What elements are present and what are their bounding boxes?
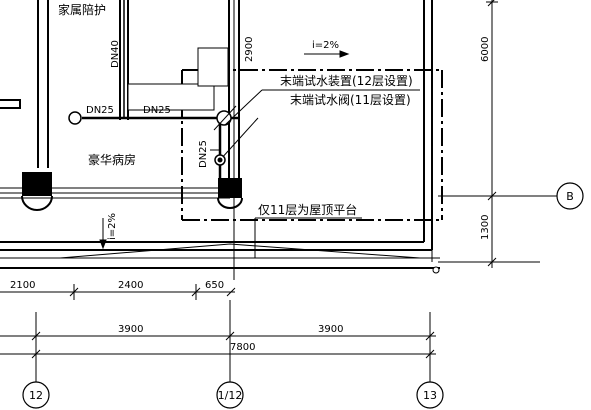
family-area-label: 家属陪护 bbox=[58, 2, 106, 17]
dim-tick-1 bbox=[487, 191, 497, 201]
column-mid-arc bbox=[217, 197, 243, 209]
pipe-diagonal bbox=[213, 105, 237, 131]
axis-bubble-13 bbox=[416, 381, 444, 409]
dim-3900-right-label: 3900 bbox=[318, 324, 343, 335]
dim-7800-label: 7800 bbox=[230, 342, 255, 353]
dim-tick-13-r2 bbox=[425, 331, 435, 341]
leader-lines bbox=[224, 89, 420, 258]
luxury-ward-label: 豪华病房 bbox=[88, 152, 136, 167]
dim-tick-3 bbox=[487, 0, 495, 7]
right-dimension-chain bbox=[432, 0, 560, 274]
pipe-tee-circle bbox=[216, 110, 232, 126]
column-left-arc bbox=[21, 195, 53, 211]
floor-slope-arrowhead bbox=[99, 239, 107, 250]
test-valve-inner bbox=[217, 157, 223, 163]
dim-row1-tick-c bbox=[226, 287, 236, 297]
test-device-leader bbox=[224, 89, 263, 126]
dim-3900-left-label: 3900 bbox=[118, 324, 143, 335]
test-valve-leader-line bbox=[219, 117, 259, 161]
roof-ridge-line bbox=[59, 243, 421, 259]
equipment-box bbox=[127, 83, 215, 111]
bottom-dimension-chains bbox=[0, 284, 436, 382]
axis-bubble-12 bbox=[22, 381, 50, 409]
right-wall-dot bbox=[432, 266, 440, 274]
pipe-dn25-end-cap bbox=[68, 111, 82, 125]
dim-tick-13-r3 bbox=[425, 349, 435, 359]
pipe-dn25-mid-label: DN25 bbox=[143, 105, 171, 116]
column-mid bbox=[218, 178, 242, 198]
dim-6000-label: 6000 bbox=[480, 37, 491, 62]
axis-label-13: 13 bbox=[423, 389, 437, 402]
axis-label-1-12: 1/12 bbox=[218, 389, 243, 402]
dim-650-label: 650 bbox=[205, 280, 224, 291]
piping bbox=[68, 0, 259, 182]
roof-slope-label: i=2% bbox=[312, 40, 339, 51]
test-device-label: 末端试水装置(12层设置) bbox=[280, 73, 413, 88]
notch-left bbox=[0, 99, 21, 109]
axis-bubble-1-12 bbox=[216, 381, 244, 409]
dim-2100-label: 2100 bbox=[10, 280, 35, 291]
dim-tick-112-r2 bbox=[225, 331, 235, 341]
axis-bubbles bbox=[22, 182, 584, 409]
roof-slope-arrowhead bbox=[339, 50, 350, 58]
roof-note-label: 仅11层为屋顶平台 bbox=[258, 202, 357, 217]
columns bbox=[21, 172, 243, 211]
equipment-box-upper bbox=[197, 47, 229, 87]
dim-tick-2 bbox=[487, 257, 497, 267]
slope-markers bbox=[59, 50, 421, 259]
axis-bubble-b bbox=[556, 182, 584, 210]
floor-slope-label: i=2% bbox=[107, 213, 118, 240]
dim-1300-label: 1300 bbox=[480, 215, 491, 240]
dim-tick-12-r3 bbox=[31, 349, 41, 359]
column-dimension bbox=[233, 0, 433, 280]
test-valve-label: 末端试水阀(11层设置) bbox=[290, 92, 411, 107]
column-left bbox=[22, 172, 52, 196]
pipe-dn25-left-label: DN25 bbox=[86, 105, 114, 116]
axis-label-b: B bbox=[566, 190, 574, 203]
dim-tick-12-r2 bbox=[31, 331, 41, 341]
axis-label-12: 12 bbox=[29, 389, 43, 402]
dim-2400-label: 2400 bbox=[118, 280, 143, 291]
dim-2900-label: 2900 bbox=[244, 37, 255, 62]
pipe-dn40-label: DN40 bbox=[110, 40, 121, 68]
pipe-dn25-vertical-label: DN25 bbox=[198, 140, 209, 168]
